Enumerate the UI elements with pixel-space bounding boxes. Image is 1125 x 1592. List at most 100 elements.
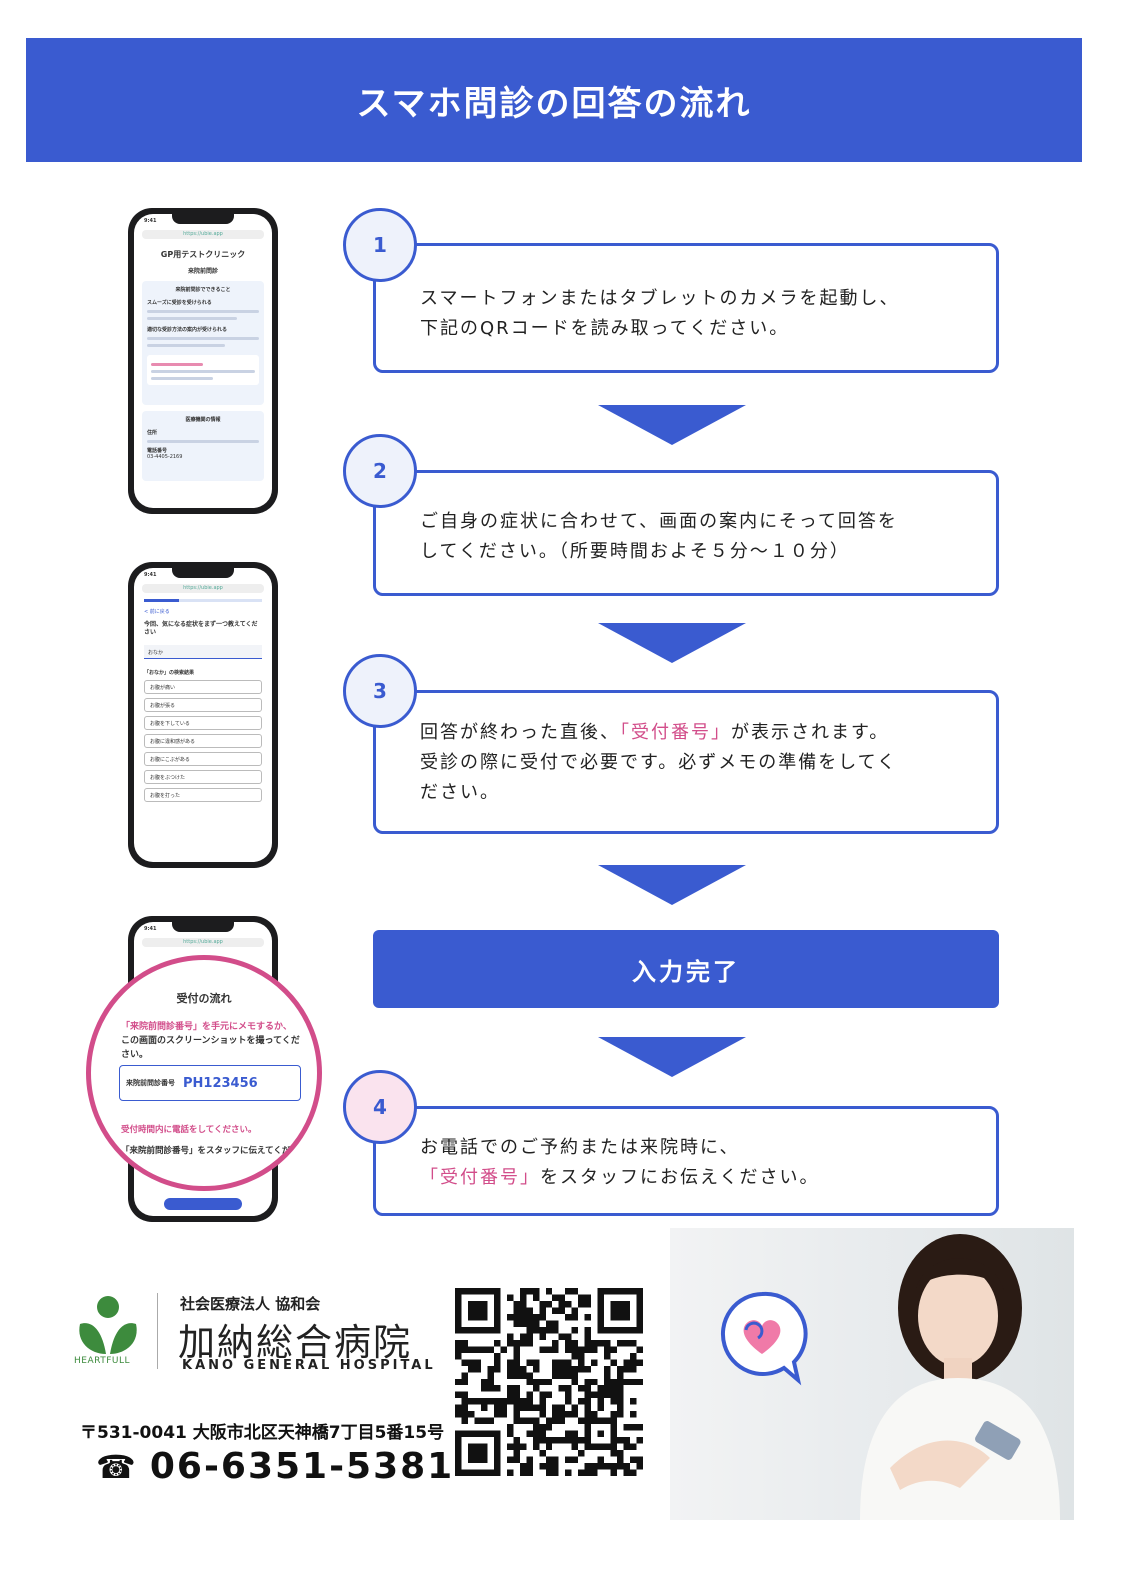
- step-3-line-3: ださい。: [420, 782, 500, 803]
- note-card: [147, 355, 259, 385]
- text-line: [147, 310, 259, 313]
- step-3-line-2: 受診の際に受付で必要です。必ずメモの準備をしてく: [420, 752, 898, 773]
- feature-box: 来院前問診でできること スムーズに受診を受けられる 適切な受診方法の案内が受けら…: [142, 281, 264, 405]
- step-3-line-1: 回答が終わった直後、「受付番号」が表示されます。: [420, 718, 897, 748]
- zoom-circle: 受付の流れ 「来院前問診番号」を手元にメモするか、 この画面のスクリーンショット…: [86, 955, 322, 1191]
- hospital-tel: ☎ 06-6351-5381: [96, 1446, 454, 1487]
- hospital-name-en: KANO GENERAL HOSPITAL: [182, 1358, 436, 1373]
- reception-title: 受付の流れ: [176, 992, 232, 1005]
- clinic-tel: 03-4405-2169: [147, 454, 183, 460]
- clinic-name: GP用テストクリニック: [160, 250, 246, 259]
- page-header: スマホ問診の回答の流れ: [26, 38, 1082, 162]
- tel-number: 06-6351-5381: [149, 1446, 455, 1487]
- qr-code-icon[interactable]: [455, 1288, 643, 1476]
- step-1-box: スマートフォンまたはタブレットのカメラを起動し、 下記のQRコードを読み取ってく…: [373, 243, 999, 373]
- text-line: [151, 363, 203, 366]
- memo-note: 「来院前問診番号」を手元にメモするか、 この画面のスクリーンショットを撮ってくだ…: [121, 1020, 301, 1062]
- question-text: 今回、気になる症状をまず一つ教えてください: [144, 621, 258, 636]
- arrow-down-icon: [598, 865, 746, 905]
- arrow-down-icon: [598, 405, 746, 445]
- hospital-logo-icon: [79, 1296, 137, 1354]
- step-3-line-1c: が表示されます。: [731, 722, 890, 743]
- status-bar-time: 9:41: [144, 926, 157, 932]
- step-1-line-1: スマートフォンまたはタブレットのカメラを起動し、: [420, 288, 900, 309]
- text-line: [151, 370, 255, 373]
- screen-subtitle: 来院前問診: [187, 268, 218, 275]
- step-3-badge: 3: [343, 654, 417, 728]
- search-result-heading: 「おなか」の検索結果: [144, 670, 195, 676]
- tell-staff-note: 「来院前問診番号」をスタッフに伝えてください。: [121, 1146, 299, 1170]
- text-line: [147, 337, 259, 340]
- step-4-box: お電話でのご予約または来院時に、 「受付番号」をスタッフにお伝えください。: [373, 1106, 999, 1216]
- step-1-text: スマートフォンまたはタブレットのカメラを起動し、 下記のQRコードを読み取ってく…: [420, 284, 899, 344]
- phone-notch: [172, 214, 234, 224]
- status-bar-time: 9:41: [144, 572, 157, 578]
- phone-notch: [172, 568, 234, 578]
- phone-screen: 9:41 https://ubie.app < 前に戻る 今回、気になる症状をま…: [134, 568, 272, 862]
- option-item: お腹に違和感がある: [144, 734, 262, 748]
- reception-number-box: 来院前問診番号 PH123456: [119, 1065, 301, 1101]
- reception-number-label: 来院前問診番号: [126, 1079, 175, 1087]
- page-title: スマホ問診の回答の流れ: [356, 83, 752, 124]
- call-button: [164, 1198, 242, 1210]
- info-heading: 医療機関の情報: [185, 417, 221, 423]
- step-2-badge: 2: [343, 434, 417, 508]
- step-4-badge: 4: [343, 1070, 417, 1144]
- call-note: 受付時間内に電話をしてください。: [121, 1125, 257, 1135]
- feature-item: 適切な受診方法の案内が受けられる: [147, 327, 228, 333]
- url-bar: https://ubie.app: [142, 938, 264, 947]
- text-line: [151, 377, 214, 380]
- phone-mockup-clinic: 9:41 https://ubie.app GP用テストクリニック 来院前問診 …: [128, 208, 278, 514]
- step-1-line-2: 下記のQRコードを読み取ってください。: [420, 318, 790, 339]
- option-item: お腹をぶつけた: [144, 770, 262, 784]
- step-2-box: ご自身の症状に合わせて、画面の案内にそって回答を してください。（所要時間およそ…: [373, 470, 999, 596]
- step-3-box: 回答が終わった直後、「受付番号」が表示されます。 受診の際に受付で必要です。必ず…: [373, 690, 999, 834]
- text-line: [147, 344, 226, 347]
- woman-illustration: [860, 1234, 1060, 1520]
- text-line: [147, 317, 237, 320]
- step-3-text: 回答が終わった直後、「受付番号」が表示されます。 受診の際に受付で必要です。必ず…: [420, 718, 897, 808]
- telephone-icon: ☎: [96, 1447, 138, 1486]
- organization-name: 社会医療法人 協和会: [180, 1295, 321, 1313]
- text-line: [147, 440, 259, 443]
- hospital-name: 加納総合病院: [178, 1321, 412, 1364]
- hospital-address: 〒531-0041 大阪市北区天神橋7丁目5番15号: [80, 1423, 445, 1443]
- step-2-line-1: ご自身の症状に合わせて、画面の案内にそって回答を: [420, 511, 898, 532]
- option-item: お腹にこぶがある: [144, 752, 262, 766]
- status-bar-time: 9:41: [144, 218, 157, 224]
- reception-number-highlight: 「受付番号」: [420, 1167, 540, 1188]
- url-bar: https://ubie.app: [142, 230, 264, 239]
- arrow-down-icon: [598, 1037, 746, 1077]
- arrow-down-icon: [598, 623, 746, 663]
- logo-text: HEARTFULL: [74, 1356, 130, 1366]
- step-1-badge: 1: [343, 208, 417, 282]
- phone-screen: 9:41 https://ubie.app GP用テストクリニック 来院前問診 …: [134, 214, 272, 508]
- woman-with-phone-photo: [670, 1228, 1074, 1520]
- progress-bar: [144, 599, 262, 602]
- input-complete-banner: 入力完了: [373, 930, 999, 1008]
- step-4-text: お電話でのご予約または来院時に、 「受付番号」をスタッフにお伝えください。: [420, 1133, 819, 1193]
- option-item: お腹を下している: [144, 716, 262, 730]
- reception-number: PH123456: [183, 1075, 258, 1091]
- option-item: お腹が張る: [144, 698, 262, 712]
- step-3-line-1a: 回答が終わった直後、: [420, 722, 620, 743]
- step-2-line-2: してください。（所要時間およそ５分～１０分）: [420, 541, 850, 562]
- step-4-line-2: 「受付番号」をスタッフにお伝えください。: [420, 1163, 819, 1193]
- memo-note-dark: この画面のスクリーンショットを撮ってください。: [121, 1036, 300, 1060]
- address-label: 住所: [147, 430, 158, 436]
- option-item: お腹を打った: [144, 788, 262, 802]
- step-4-line-2b: をスタッフにお伝えください。: [540, 1167, 820, 1188]
- back-link: < 前に戻る: [144, 609, 170, 615]
- reception-number-highlight: 「受付番号」: [620, 722, 731, 743]
- clinic-info-box: 医療機関の情報 住所 電話番号 03-4405-2169: [142, 411, 264, 481]
- memo-note-pink: 「来院前問診番号」を手元にメモするか、: [121, 1022, 292, 1032]
- step-4-line-1: お電話でのご予約または来院時に、: [420, 1137, 740, 1158]
- feature-heading: 来院前問診でできること: [175, 287, 231, 293]
- feature-item: スムーズに受診を受けられる: [147, 300, 212, 306]
- heart-chat-icon: [720, 1291, 808, 1386]
- symptom-input: おなか: [144, 645, 262, 659]
- phone-mockup-questionnaire: 9:41 https://ubie.app < 前に戻る 今回、気になる症状をま…: [128, 562, 278, 868]
- phone-notch: [172, 922, 234, 932]
- option-item: お腹が痛い: [144, 680, 262, 694]
- url-bar: https://ubie.app: [142, 584, 264, 593]
